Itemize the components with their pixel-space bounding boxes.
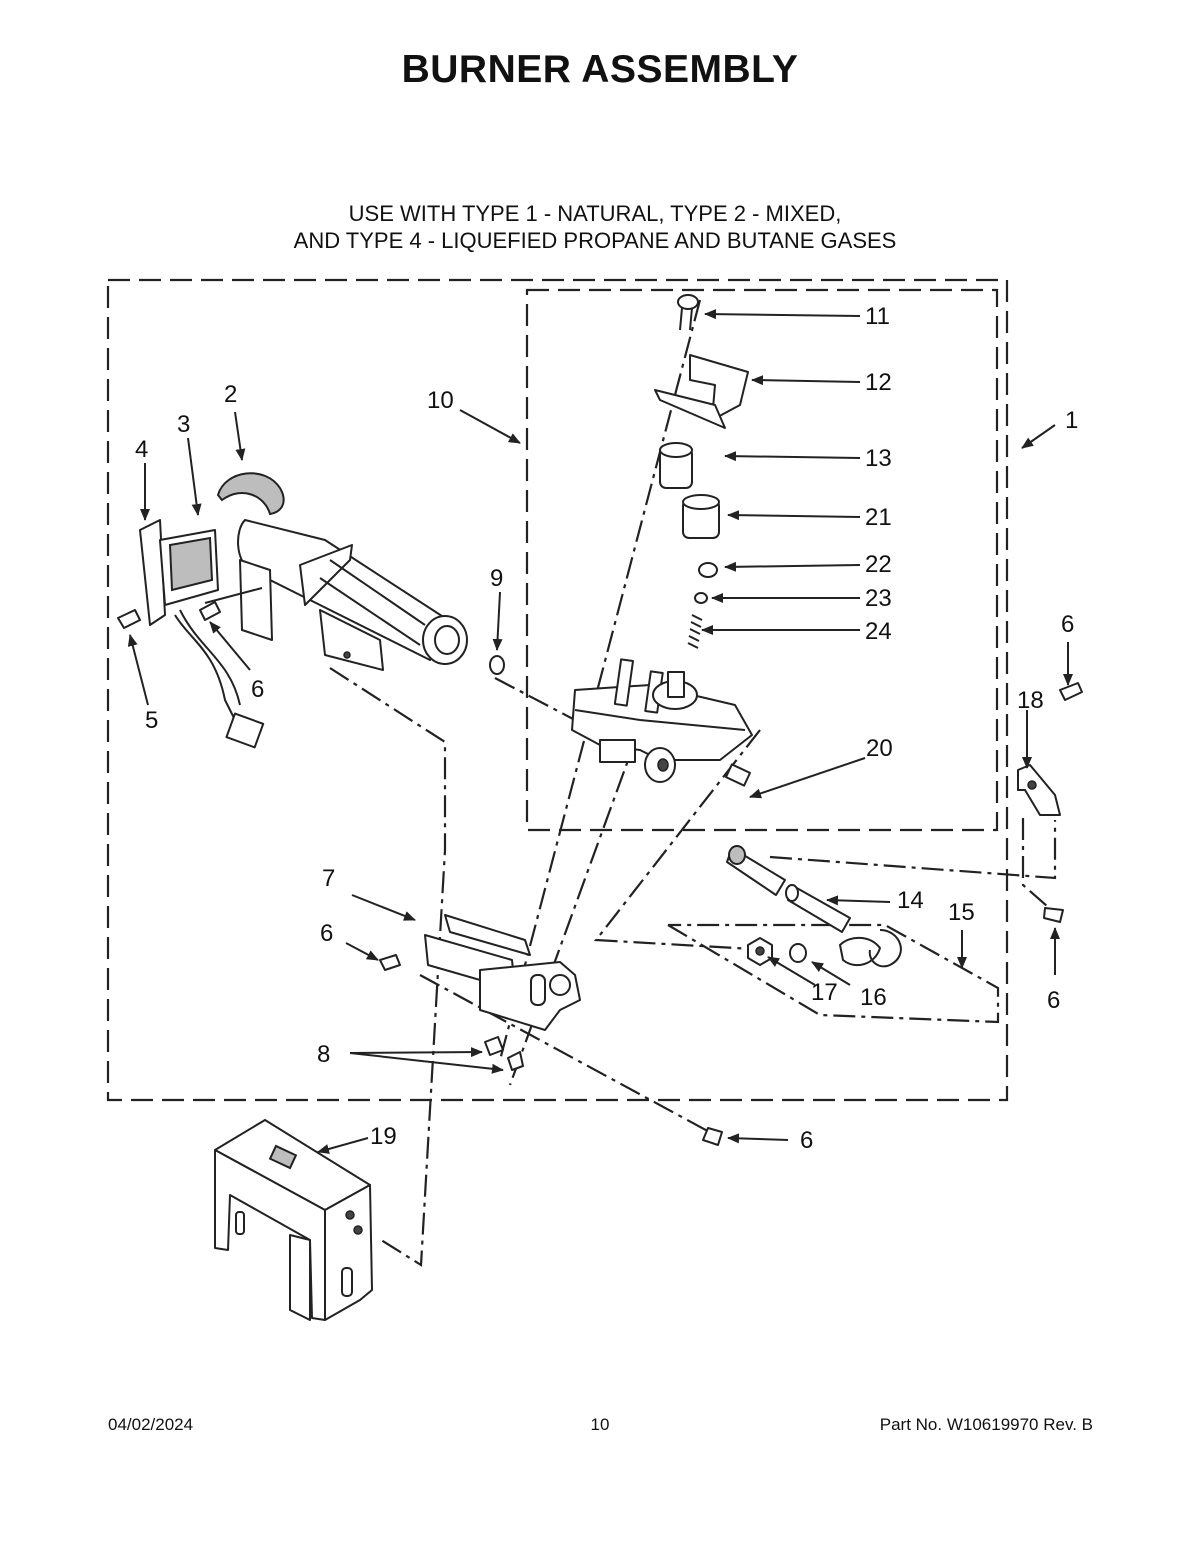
subtitle-line-1: USE WITH TYPE 1 - NATURAL, TYPE 2 - MIXE… [348,201,842,226]
callout-2: 2 [224,381,237,408]
fittings-part [747,929,902,968]
footer-part-number: Part No. W10619970 Rev. B [879,1415,1093,1434]
callout-23: 23 [865,585,892,612]
callout-5: 5 [145,707,158,734]
screw-part-left [117,601,221,629]
callout-6-right-bottom: 6 [1047,987,1060,1014]
valve-assembly-boundary [525,288,999,832]
callout-21: 21 [865,504,892,531]
callout-6-bottom: 6 [800,1127,813,1154]
callout-6-bracket: 6 [320,920,333,947]
callout-labels: 1 2 3 4 5 6 6 6 6 6 7 8 9 10 11 12 13 14… [135,303,1078,1154]
igniter-bracket-part [139,519,273,749]
sensor-fitting-part [724,763,752,787]
outer-assembly-boundary [106,278,1009,1102]
tube-clip-part [1017,682,1083,923]
callout-6-left: 6 [251,676,264,703]
callout-22: 22 [865,551,892,578]
callout-10: 10 [427,387,454,414]
callout-19: 19 [370,1123,397,1150]
callout-9: 9 [490,565,503,592]
callout-17: 17 [811,979,838,1006]
callout-13: 13 [865,445,892,472]
orifice-nut-part [489,655,505,675]
callout-16: 16 [860,984,887,1011]
callout-20: 20 [866,735,893,762]
callout-14: 14 [897,887,924,914]
callout-15: 15 [948,899,975,926]
callout-1: 1 [1065,407,1078,434]
callout-11: 11 [865,303,890,330]
callout-18: 18 [1017,687,1044,714]
subtitle-line-2: AND TYPE 4 - LIQUEFIED PROPANE AND BUTAN… [293,228,897,253]
footer-page-number: 10 [590,1415,610,1434]
leader-arrows [127,309,1073,1154]
callout-8: 8 [317,1041,330,1068]
gas-tube-part [726,845,851,933]
page-subtitle: USE WITH TYPE 1 - NATURAL, TYPE 2 - MIXE… [0,200,1190,254]
callout-24: 24 [865,618,892,645]
callout-3: 3 [177,411,190,438]
callout-6-right-top: 6 [1061,611,1074,638]
callout-4: 4 [135,436,148,463]
callout-12: 12 [865,369,892,396]
mounting-bracket-part [379,914,581,1071]
page-title: BURNER ASSEMBLY [401,48,799,91]
footer-date: 04/02/2024 [108,1415,194,1434]
valve-coil-stack [654,294,749,649]
base-bracket-part [214,1119,723,1321]
gas-valve-part [571,658,753,783]
callout-7: 7 [322,865,335,892]
